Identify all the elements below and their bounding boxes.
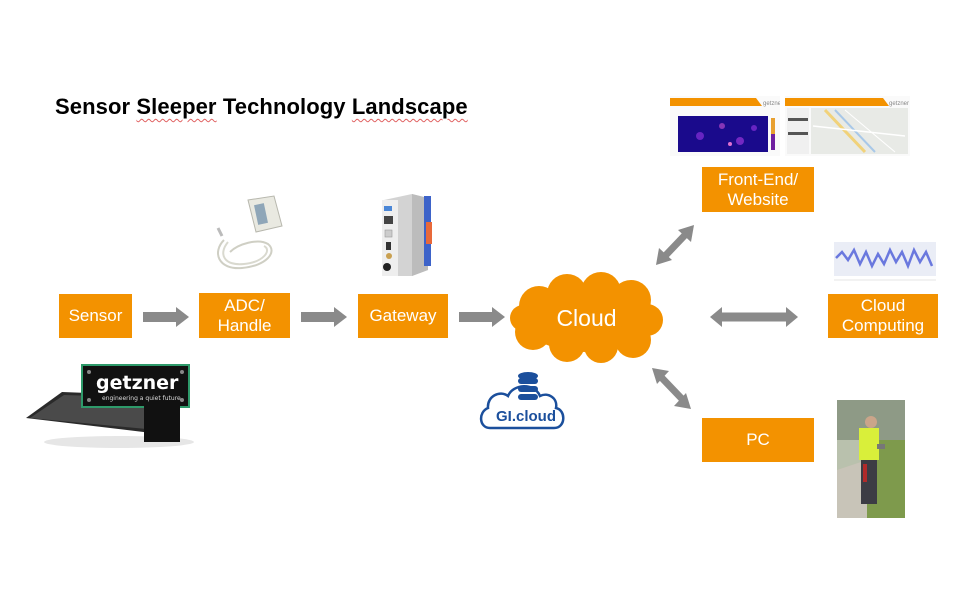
- gateway-device-image: [382, 194, 432, 276]
- adc-label-line1: ADC/: [224, 295, 265, 315]
- title-word-2: Sleeper: [136, 94, 217, 119]
- page-title: Sensor Sleeper Technology Landscape: [55, 94, 468, 120]
- gateway-label: Gateway: [369, 306, 437, 325]
- cloud-computing-chart-thumbnail: [828, 240, 938, 288]
- arrow-adc-to-gateway: [301, 307, 347, 327]
- gi-cloud-text: GI.cloud: [496, 408, 556, 425]
- arrow-cloud-frontend: [656, 225, 694, 265]
- sensor-node: Sensor: [59, 294, 132, 338]
- cloud-shape: [510, 272, 663, 363]
- getzner-logo-text: getzner: [96, 372, 179, 394]
- arrow-cloud-computing: [710, 307, 798, 327]
- adc-label-line2: Handle: [217, 315, 272, 335]
- gateway-node: Gateway: [358, 294, 448, 338]
- adc-device-image: [216, 195, 283, 270]
- arrow-sensor-to-adc: [143, 307, 189, 327]
- frontend-map-screenshot: getzner: [785, 96, 910, 156]
- getzner-tagline: engineering a quiet future: [102, 395, 181, 402]
- field-worker-photo: [837, 400, 905, 518]
- frontend-heatmap-screenshot: getzner: [670, 96, 780, 156]
- frontend-label-line1: Front-End/: [717, 169, 799, 189]
- adc-handle-node: ADC/ Handle: [199, 293, 290, 338]
- svg-text:getzner: getzner: [763, 101, 780, 107]
- database-icon: [518, 372, 538, 400]
- frontend-label-line2: Website: [727, 189, 789, 209]
- gi-cloud-logo: GI.cloud: [479, 372, 565, 430]
- frontend-website-node: Front-End/ Website: [702, 167, 814, 212]
- title-word-1: Sensor: [55, 94, 131, 119]
- title-word-3: Technology: [222, 94, 346, 119]
- title-word-4: Landscape: [351, 94, 468, 119]
- arrow-cloud-pc: [652, 368, 691, 409]
- sensor-device-image: getzner engineering a quiet future: [26, 364, 194, 448]
- pc-label: PC: [746, 430, 770, 449]
- cloud-computing-label-line1: Cloud: [860, 296, 906, 315]
- arrow-gateway-to-cloud: [459, 307, 505, 327]
- cloud-node: Cloud: [509, 272, 664, 364]
- svg-text:getzner: getzner: [889, 101, 909, 107]
- cloud-label: Cloud: [556, 304, 617, 331]
- cloud-computing-label-line2: Computing: [841, 316, 925, 335]
- pc-node: PC: [702, 418, 814, 462]
- sensor-label: Sensor: [68, 306, 123, 325]
- cloud-computing-node: Cloud Computing: [828, 294, 938, 338]
